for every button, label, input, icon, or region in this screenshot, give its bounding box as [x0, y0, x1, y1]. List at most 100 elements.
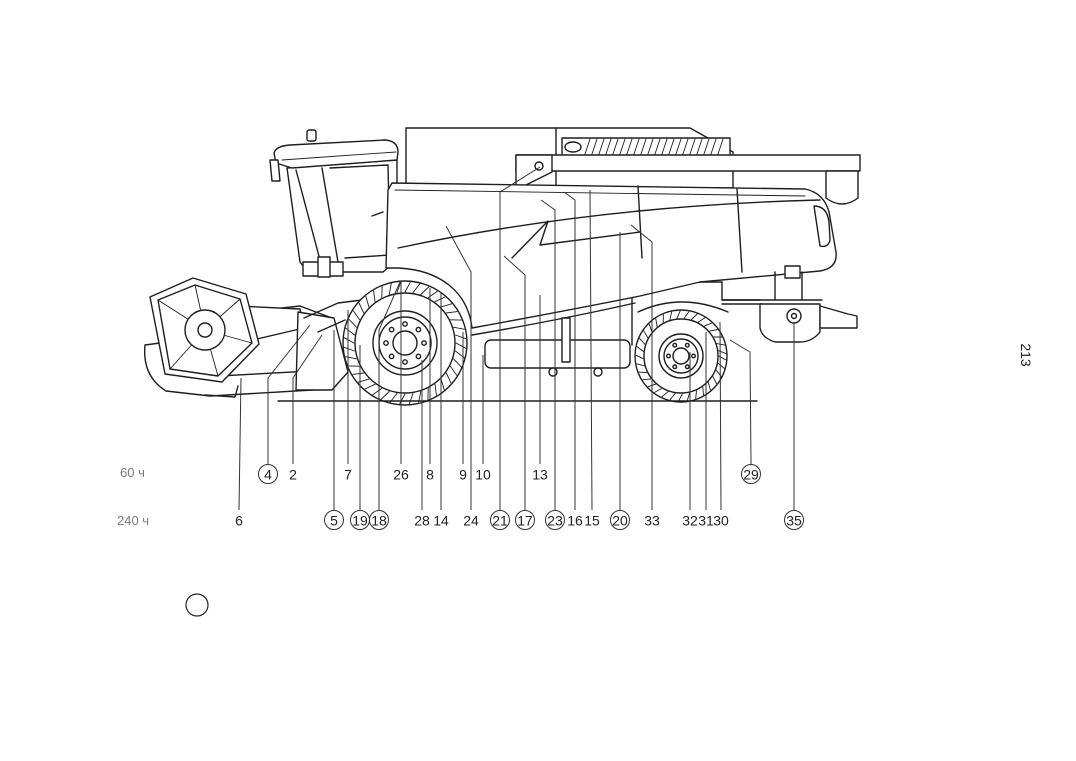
leader-line — [267, 324, 311, 464]
body-side-panel — [385, 182, 837, 329]
callout-13: 13 — [532, 295, 548, 483]
tire-tread — [655, 318, 658, 327]
leader-line — [503, 255, 526, 510]
callout-19: 19 — [350, 345, 370, 530]
tire-tread — [654, 388, 662, 393]
front-wheel — [342, 280, 468, 406]
callout-label: 10 — [475, 467, 491, 483]
side-mirror — [269, 159, 281, 182]
grille-slat — [639, 138, 647, 158]
tire-tread — [343, 346, 356, 352]
rear-tire-treads — [635, 310, 727, 402]
wheel-bolt — [684, 342, 690, 348]
grille-slat — [597, 138, 605, 158]
callout-label: 21 — [492, 513, 508, 529]
interval-label-240h: 240 ч — [117, 513, 149, 528]
tank-roller — [548, 367, 558, 377]
leader-line — [292, 334, 323, 464]
grille-slat — [681, 138, 689, 158]
tire-tread — [420, 286, 430, 295]
callout-label: 13 — [532, 467, 548, 483]
grille-slat — [695, 138, 703, 158]
tire-tread — [669, 311, 673, 321]
unloading-auger-spout — [825, 170, 859, 205]
leader-line — [630, 224, 653, 510]
leader-line — [378, 281, 401, 510]
grain-tank-badge — [564, 141, 582, 153]
callout-4: 4 — [258, 324, 311, 484]
callout-24: 24 — [445, 225, 479, 529]
tire-tread — [358, 302, 365, 314]
tire-tread — [453, 326, 465, 330]
tire-tread — [636, 363, 645, 367]
wheel-bolt — [672, 342, 678, 348]
tire-tread — [643, 330, 649, 339]
front-tire-sidewall — [354, 292, 456, 394]
interval-label-60h: 60 ч — [120, 465, 145, 480]
grille-slat — [618, 138, 626, 158]
tire-tread — [434, 383, 437, 396]
wheel-bolt — [402, 321, 408, 327]
tire-tread — [712, 376, 717, 385]
header-skid — [204, 385, 239, 398]
tire-tread — [697, 317, 706, 323]
cab-roof — [273, 139, 399, 169]
tire-tread — [702, 386, 704, 396]
callout-circle — [369, 510, 389, 530]
feeder-house — [295, 311, 349, 391]
cab — [269, 129, 399, 278]
callout-26: 26 — [393, 282, 409, 483]
grille-slat — [625, 138, 633, 158]
callout-label: 8 — [426, 467, 434, 483]
hydraulic-hose — [303, 299, 363, 319]
callout-label: 23 — [547, 513, 563, 529]
main-body — [385, 182, 837, 377]
grille-slat — [688, 138, 696, 158]
callout-21: 21 — [490, 166, 541, 530]
tire-tread — [695, 390, 697, 399]
rear-wheel-bolts — [666, 342, 697, 370]
grille-slats — [583, 138, 724, 158]
unloading-auger — [515, 154, 861, 205]
body-swoosh — [397, 199, 821, 249]
callout-15: 15 — [584, 189, 600, 529]
rear-section — [631, 265, 858, 346]
legend-circle-symbol — [185, 593, 209, 617]
tire-tread — [676, 310, 681, 319]
callout-35: 35 — [784, 323, 804, 530]
callout-label: 20 — [612, 513, 628, 529]
tire-tread — [445, 372, 452, 384]
tire-tread — [352, 372, 365, 375]
tire-tread — [404, 281, 411, 293]
body-panel-seam-rear — [736, 188, 743, 273]
tire-tread — [707, 381, 711, 391]
callout-14: 14 — [433, 292, 449, 529]
callout-label: 18 — [371, 513, 387, 529]
grille-slat — [611, 138, 619, 158]
tire-tread — [445, 311, 458, 314]
wheel-bolt — [383, 340, 389, 346]
body-panel-seam — [637, 185, 643, 259]
callout-2: 2 — [289, 334, 323, 483]
grille-slat — [674, 138, 682, 158]
rear-rim-inner — [663, 338, 699, 374]
tire-tread — [372, 387, 383, 396]
wheel-bolt — [684, 364, 690, 370]
tire-tread — [352, 310, 361, 321]
grille-slat — [667, 138, 675, 158]
wheel-bolt — [415, 326, 422, 333]
tire-tread — [408, 392, 414, 405]
leader-line — [589, 189, 593, 511]
tire-tread — [434, 296, 446, 303]
tire-tread — [365, 295, 370, 308]
callout-label: 30 — [713, 513, 729, 529]
callout-label: 15 — [584, 513, 600, 529]
tire-tread — [449, 365, 458, 376]
leader-line — [563, 191, 576, 510]
callout-9: 9 — [459, 332, 467, 483]
callout-17: 17 — [503, 255, 535, 530]
callout-label: 31 — [698, 513, 714, 529]
tire-tread — [373, 290, 376, 303]
tire-tread — [686, 392, 690, 402]
